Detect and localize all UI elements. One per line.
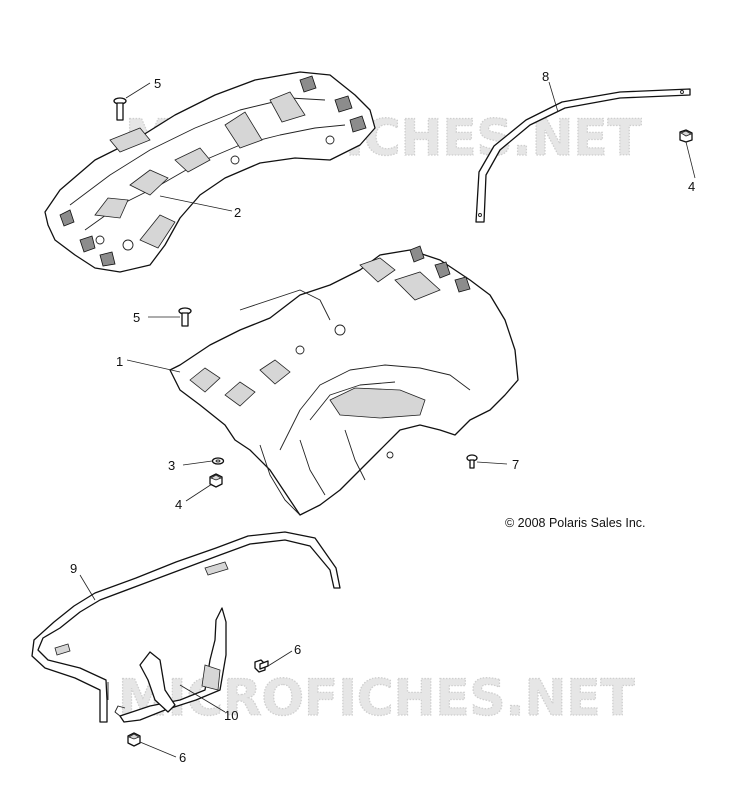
leader-1	[126, 359, 181, 373]
flange-bolt-part-6-lower	[127, 732, 141, 747]
push-rivet-part-7	[466, 454, 478, 469]
nut-part-4-upper	[679, 129, 693, 143]
leader-7	[476, 461, 508, 465]
callout-5-lower: 5	[133, 310, 140, 325]
callout-9: 9	[70, 561, 77, 576]
callout-7: 7	[512, 457, 519, 472]
leader-6a	[267, 650, 293, 667]
leader-3	[182, 460, 213, 466]
callout-2: 2	[234, 205, 241, 220]
callout-6-lower: 6	[179, 750, 186, 765]
callout-8: 8	[542, 69, 549, 84]
callout-10: 10	[224, 708, 238, 723]
callout-3: 3	[168, 458, 175, 473]
callout-6-upper: 6	[294, 642, 301, 657]
leader-4b	[685, 141, 696, 179]
copyright-notice: © 2008 Polaris Sales Inc.	[505, 516, 646, 530]
callout-5-upper: 5	[154, 76, 161, 91]
leader-8	[548, 81, 559, 113]
leader-lines	[79, 81, 696, 758]
callout-numbers: 1 2 3 4 4 5 5 6 6 7 8 9 10	[70, 69, 695, 765]
callout-1: 1	[116, 354, 123, 369]
leader-6b	[139, 741, 177, 758]
leader-2	[159, 195, 233, 212]
support-bar-part-8	[475, 88, 691, 223]
bolt-part-5-lower	[178, 307, 192, 327]
leader-10	[179, 684, 226, 713]
nut-part-4-lower	[209, 473, 223, 488]
leader-4a	[185, 483, 213, 502]
washer-part-3	[211, 457, 225, 465]
callout-4-upper: 4	[688, 179, 695, 194]
mount-bracket-part-10	[114, 607, 227, 723]
leader-9	[79, 574, 96, 601]
rear-rack-part-2	[44, 71, 376, 273]
leader-5a	[125, 82, 151, 99]
rack-rail-part-9	[31, 531, 341, 723]
rear-cab-part-1	[169, 245, 519, 516]
callout-4-lower: 4	[175, 497, 182, 512]
bolt-part-5-upper	[113, 97, 127, 121]
